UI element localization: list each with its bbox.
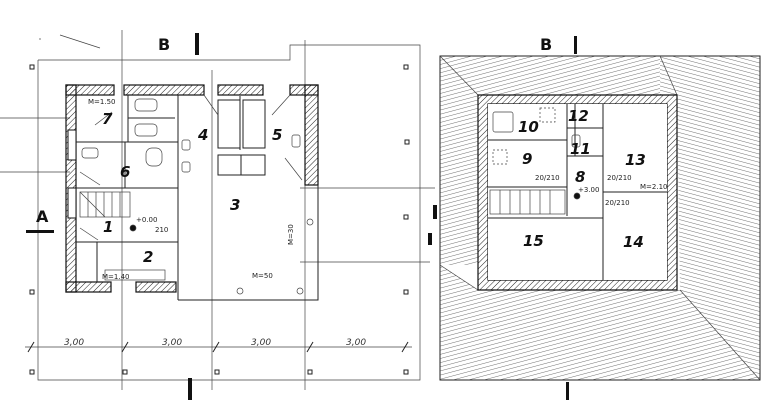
wardrobes: [217, 96, 266, 176]
roof-slope-south: [440, 265, 760, 380]
section-marker-upper: [574, 36, 577, 54]
dimension-2: 3,00: [162, 338, 182, 348]
upper-stairs: [489, 107, 581, 215]
room-number-2: 2: [143, 248, 153, 266]
room-number-9: 9: [522, 150, 532, 168]
room-number-6: 6: [120, 163, 130, 181]
arc-sketch: [39, 34, 101, 49]
wall-south-1: [65, 281, 112, 293]
room-number-1: 1: [103, 218, 113, 236]
note-level: +3.00: [578, 186, 599, 194]
wall-north-2: [123, 84, 205, 96]
roof-slope-west: [440, 56, 660, 265]
axis-label-b-upper: B: [540, 35, 552, 54]
axis-label-a: A: [36, 207, 49, 226]
wall-north-3: [217, 84, 264, 96]
roof-slope-east: [660, 56, 760, 380]
door-note-height: 210: [155, 226, 168, 234]
room-number-7: 7: [102, 110, 113, 128]
column-markers: [29, 64, 410, 375]
dimension-4: 3,00: [346, 338, 366, 348]
column-mark-upper: [433, 205, 437, 219]
section-marker-bottom: [188, 378, 192, 400]
room-number-11: 11: [570, 140, 591, 158]
ground-floor-plan: B A: [0, 30, 435, 400]
roof-ridges: [439, 55, 761, 381]
column-mark-upper-2: [428, 233, 432, 245]
room-number-8: 8: [575, 168, 585, 186]
room-number-4: 4: [197, 126, 208, 144]
room-number-5: 5: [272, 126, 282, 144]
note-m50: M=50: [252, 272, 273, 280]
door-note-2: 20/210: [607, 174, 632, 182]
axis-label-b: B: [158, 35, 170, 54]
door-swings: [79, 94, 303, 241]
dimension-line: [25, 341, 412, 353]
room-number-14: 14: [623, 233, 644, 251]
room-number-3: 3: [230, 196, 240, 214]
room-number-12: 12: [568, 107, 589, 125]
wall-north-1: [65, 84, 115, 96]
room-number-10: 10: [518, 118, 539, 136]
wall-south-2: [135, 281, 177, 293]
door-note-3: 20/210: [605, 199, 630, 207]
staircase: [79, 191, 131, 218]
room-number-15: 15: [523, 232, 544, 250]
section-marker: [195, 33, 199, 55]
dimension-1: 3,00: [64, 338, 84, 348]
interior-walls: [76, 95, 319, 301]
note-m150: M=1.50: [88, 98, 116, 106]
grid-lines: [0, 30, 435, 390]
section-marker-a: [26, 230, 54, 233]
door-note-level: +0.00: [136, 216, 157, 224]
note-m140: M=1.40: [102, 273, 130, 281]
note-m210: M=2.10: [640, 183, 668, 191]
room-number-13: 13: [625, 151, 646, 169]
wall-east: [304, 84, 319, 186]
window-w1: [67, 129, 77, 161]
site-outline: [37, 44, 421, 381]
sanitary-fixtures: [81, 98, 314, 295]
dimension-3: 3,00: [251, 338, 271, 348]
door-note-1: 20/210: [535, 174, 560, 182]
upper-floor-plan: B 10 9: [428, 35, 761, 400]
window-w2: [67, 187, 77, 219]
section-marker-upper-bottom: [566, 382, 569, 400]
note-m30: M=30: [287, 224, 295, 245]
